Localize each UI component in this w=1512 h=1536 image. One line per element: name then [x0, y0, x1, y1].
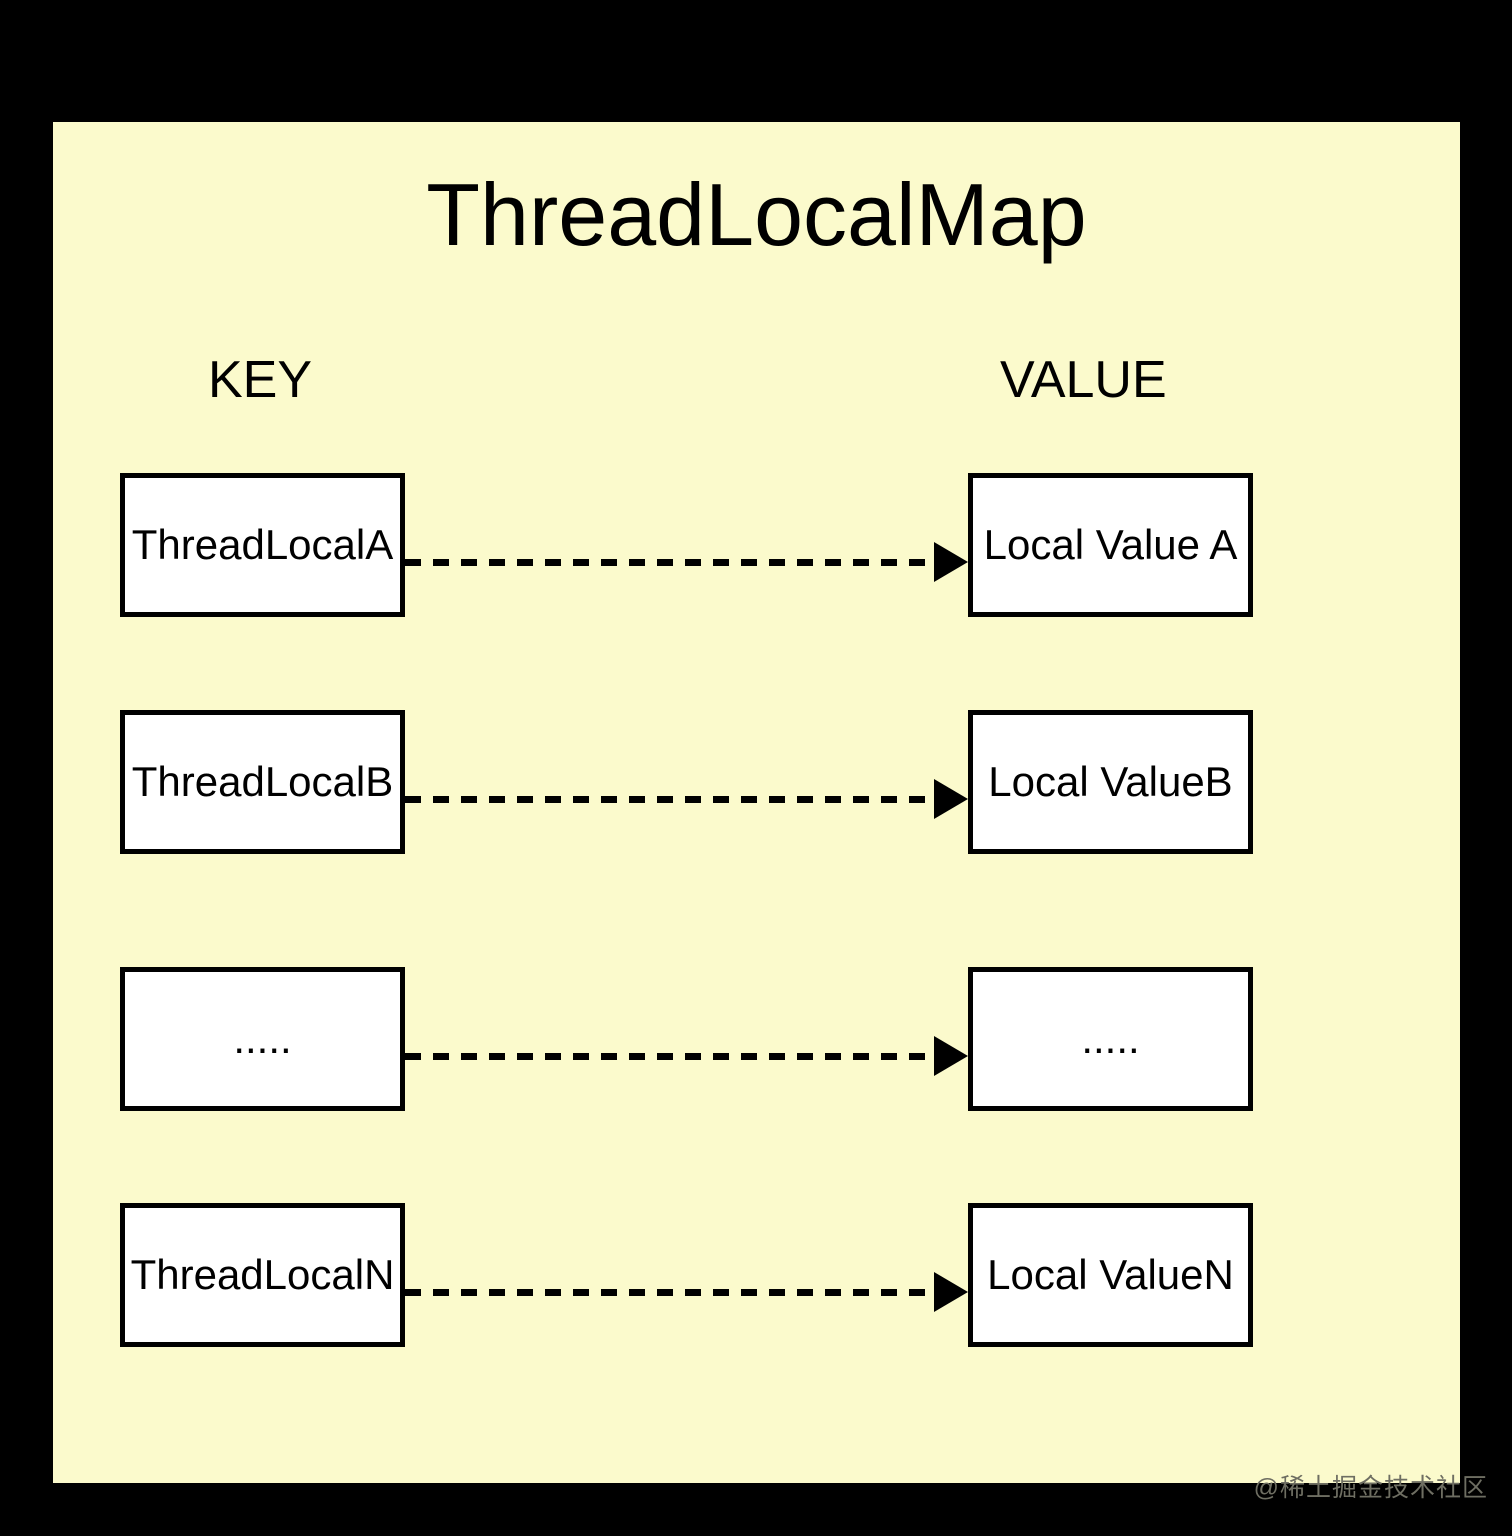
- value-box: .....: [968, 967, 1253, 1111]
- dashed-line: [405, 796, 938, 803]
- arrow-connector: [405, 1272, 968, 1312]
- key-box: .....: [120, 967, 405, 1111]
- value-column-label: VALUE: [1000, 351, 1167, 409]
- key-box: ThreadLocalB: [120, 710, 405, 854]
- value-box: Local Value A: [968, 473, 1253, 617]
- map-entry-row: ThreadLocalA Local Value A: [53, 473, 1460, 617]
- value-box: Local ValueB: [968, 710, 1253, 854]
- arrow-head-icon: [934, 1036, 968, 1076]
- map-entry-row: ..... .....: [53, 967, 1460, 1111]
- arrow-connector: [405, 1036, 968, 1076]
- dashed-line: [405, 1289, 938, 1296]
- arrow-connector: [405, 542, 968, 582]
- arrow-head-icon: [934, 542, 968, 582]
- threadlocalmap-panel: ThreadLocalMap KEY VALUE ThreadLocalA Lo…: [53, 122, 1460, 1483]
- key-column-label: KEY: [208, 351, 313, 409]
- map-entry-row: ThreadLocalB Local ValueB: [53, 710, 1460, 854]
- dashed-line: [405, 1053, 938, 1060]
- key-box: ThreadLocalN: [120, 1203, 405, 1347]
- diagram-title: ThreadLocalMap: [426, 165, 1087, 264]
- value-box: Local ValueN: [968, 1203, 1253, 1347]
- arrow-connector: [405, 779, 968, 819]
- arrow-head-icon: [934, 1272, 968, 1312]
- watermark: @稀土掘金技术社区: [1253, 1474, 1488, 1502]
- map-entry-row: ThreadLocalN Local ValueN: [53, 1203, 1460, 1347]
- dashed-line: [405, 559, 938, 566]
- key-box: ThreadLocalA: [120, 473, 405, 617]
- arrow-head-icon: [934, 779, 968, 819]
